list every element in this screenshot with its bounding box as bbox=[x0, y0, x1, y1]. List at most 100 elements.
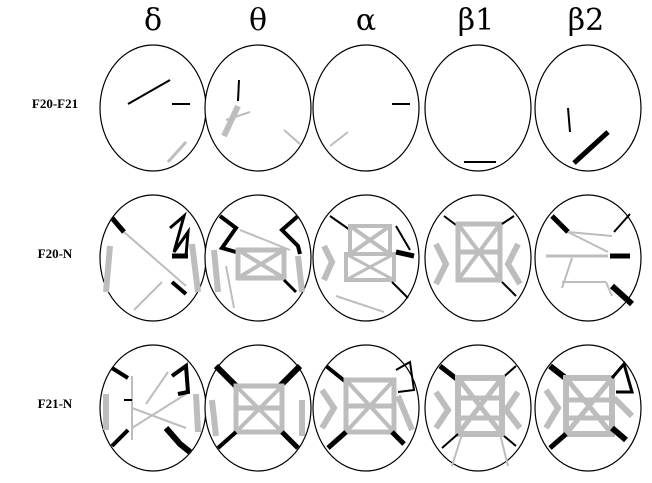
connection-line bbox=[193, 393, 201, 433]
connection-line bbox=[548, 432, 568, 450]
connection-line bbox=[329, 215, 351, 231]
panel-f20-n-alpha bbox=[312, 194, 420, 322]
connection-line bbox=[103, 245, 113, 293]
connection-line bbox=[133, 281, 163, 311]
connection-line bbox=[236, 248, 286, 280]
connection-line bbox=[455, 375, 505, 437]
head-outline bbox=[312, 44, 420, 172]
panel-f20-f21-beta2 bbox=[534, 44, 642, 172]
connection-line bbox=[441, 433, 459, 449]
panel-f20-n-beta2 bbox=[534, 194, 642, 322]
connection-line bbox=[110, 428, 130, 448]
head-outline bbox=[204, 194, 312, 322]
connection-line bbox=[335, 295, 385, 313]
connection-line bbox=[131, 393, 187, 429]
connection-line bbox=[395, 249, 415, 259]
connection-line bbox=[456, 376, 504, 436]
connection-line bbox=[609, 283, 635, 307]
head-outline bbox=[424, 44, 532, 172]
connection-line bbox=[326, 430, 348, 450]
connection-line bbox=[550, 214, 570, 234]
connection-line bbox=[499, 433, 509, 467]
connection-line bbox=[543, 388, 562, 430]
panel-f20-f21-beta1 bbox=[424, 44, 532, 172]
panel-f20-f21-theta bbox=[204, 44, 312, 172]
column-label-theta: θ bbox=[249, 3, 267, 38]
head-outline bbox=[312, 194, 420, 322]
row-label-f20-f21: F20-F21 bbox=[32, 96, 78, 111]
column-label-alpha: α bbox=[356, 3, 376, 38]
row-label-f21-n: F21-N bbox=[38, 396, 73, 411]
panel-f21-n-alpha bbox=[312, 344, 420, 472]
connection-line bbox=[564, 376, 614, 436]
connection-line bbox=[239, 229, 291, 251]
connection-line bbox=[127, 79, 171, 105]
connection-line bbox=[282, 278, 298, 294]
connection-line bbox=[391, 281, 409, 299]
connection-line bbox=[502, 390, 523, 430]
connection-line bbox=[145, 371, 169, 405]
connection-line bbox=[213, 363, 239, 389]
connection-line bbox=[170, 362, 191, 396]
connection-line bbox=[235, 247, 287, 281]
connection-line bbox=[324, 364, 348, 384]
connection-line bbox=[563, 375, 615, 437]
connection-line bbox=[344, 252, 396, 282]
connection-line bbox=[211, 249, 221, 293]
connection-line bbox=[283, 129, 301, 145]
column-label-beta1: β1 bbox=[458, 3, 494, 38]
panel-f21-n-delta bbox=[99, 344, 207, 472]
connection-line bbox=[501, 281, 517, 297]
connection-line bbox=[433, 390, 452, 430]
panel-f20-n-beta1 bbox=[424, 194, 532, 322]
connection-line bbox=[503, 435, 517, 447]
connection-line bbox=[451, 433, 463, 467]
connection-line bbox=[319, 388, 338, 430]
panel-f20-f21-delta bbox=[99, 44, 207, 172]
panel-f21-n-theta bbox=[204, 344, 312, 472]
connection-line bbox=[225, 111, 251, 121]
connection-line bbox=[390, 430, 406, 446]
connection-line bbox=[189, 243, 201, 293]
connection-line bbox=[209, 399, 219, 437]
panel-f20-f21-alpha bbox=[312, 44, 420, 172]
column-label-beta2: β2 bbox=[568, 3, 604, 38]
connection-line bbox=[277, 363, 303, 389]
head-outline bbox=[424, 194, 532, 322]
connection-line bbox=[567, 231, 609, 253]
connection-line bbox=[433, 242, 450, 286]
connection-line bbox=[501, 215, 515, 225]
connection-line bbox=[613, 213, 631, 233]
panel-f20-n-theta bbox=[204, 194, 312, 322]
head-outline bbox=[534, 44, 642, 172]
connection-line bbox=[131, 407, 187, 429]
connection-line bbox=[329, 131, 349, 147]
connection-line bbox=[216, 430, 238, 450]
connection-line bbox=[279, 214, 302, 255]
connection-line bbox=[170, 280, 188, 296]
panel-f21-n-beta1 bbox=[424, 344, 532, 472]
connection-line bbox=[295, 255, 305, 293]
connection-line bbox=[166, 140, 188, 164]
connection-line bbox=[110, 366, 130, 380]
connection-line bbox=[572, 130, 610, 165]
connection-line bbox=[567, 107, 571, 133]
connection-line bbox=[237, 79, 240, 102]
connection-line bbox=[395, 360, 416, 393]
connection-line bbox=[169, 211, 190, 257]
panel-f20-n-delta bbox=[99, 194, 207, 322]
panel-f21-n-beta2 bbox=[534, 344, 642, 472]
connection-line bbox=[395, 394, 415, 432]
head-outline bbox=[99, 344, 207, 472]
connection-line bbox=[610, 425, 628, 443]
connection-line bbox=[163, 426, 192, 455]
connection-line bbox=[123, 231, 187, 287]
connection-line bbox=[611, 395, 635, 419]
connection-line bbox=[321, 244, 336, 282]
connection-line bbox=[221, 104, 241, 138]
connection-line bbox=[345, 252, 395, 282]
head-outline bbox=[99, 44, 207, 172]
connection-line bbox=[395, 225, 411, 251]
connection-line bbox=[504, 242, 523, 286]
